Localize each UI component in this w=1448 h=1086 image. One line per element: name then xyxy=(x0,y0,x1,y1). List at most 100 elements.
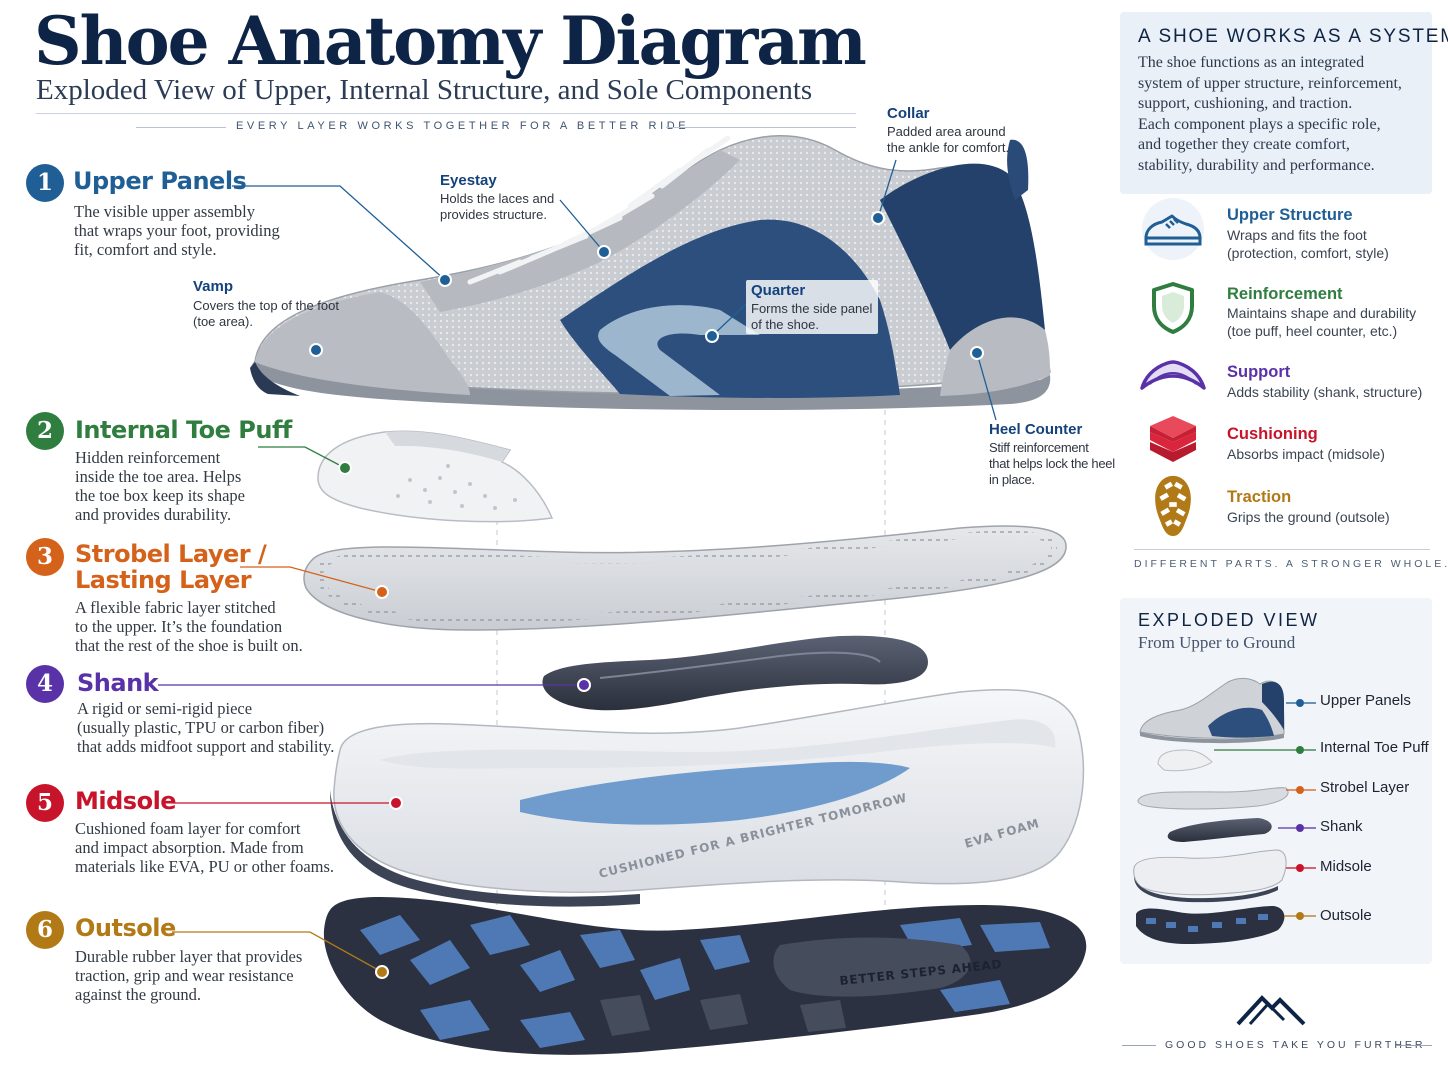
header-rule xyxy=(36,113,856,114)
exploded-label-outsole: Outsole xyxy=(1320,907,1372,924)
footprint-icon xyxy=(1155,475,1191,536)
system-panel-title: A SHOE WORKS AS A SYSTEM xyxy=(1138,26,1448,47)
dot-outsole xyxy=(375,965,389,979)
label-body-shank: A rigid or semi-rigid piece(usually plas… xyxy=(77,699,335,756)
system-item-name-traction: Traction xyxy=(1227,488,1292,506)
exploded-label-midsole: Midsole xyxy=(1320,858,1372,875)
exploded-label-toe-puff: Internal Toe Puff xyxy=(1320,739,1429,756)
label-title-toe-puff: Internal Toe Puff xyxy=(75,416,292,444)
system-item-desc-reinforcement: Maintains shape and durability(toe puff,… xyxy=(1227,305,1417,339)
leader-upper-panels xyxy=(232,185,446,281)
system-item-name-upper: Upper Structure xyxy=(1227,206,1353,224)
arch-icon xyxy=(1140,360,1206,390)
system-item-name-reinforcement: Reinforcement xyxy=(1227,285,1343,303)
dot-collar xyxy=(871,211,885,225)
dot-heel-counter xyxy=(970,346,984,360)
label-title-shank: Shank xyxy=(77,669,159,697)
dot-shank xyxy=(577,678,591,692)
dot-upper-panels xyxy=(438,273,452,287)
dot-toe-puff xyxy=(338,461,352,475)
leader-heel-counter xyxy=(976,352,997,421)
layers-icon xyxy=(1150,416,1196,462)
label-title-midsole: Midsole xyxy=(75,787,177,815)
footer-rule-left xyxy=(1122,1045,1156,1046)
dot-midsole xyxy=(389,796,403,810)
tagline-rule-left xyxy=(136,127,226,128)
mini-strobel xyxy=(1137,787,1289,810)
exploded-label-strobel: Strobel Layer xyxy=(1320,779,1410,796)
system-panel-footer: DIFFERENT PARTS. A STRONGER WHOLE. xyxy=(1134,558,1448,570)
callout-title-collar: Collar xyxy=(887,105,930,122)
dot-strobel xyxy=(375,585,389,599)
shoe-icon xyxy=(1142,198,1204,260)
leader-collar xyxy=(877,159,897,219)
label-title-outsole: Outsole xyxy=(75,914,176,942)
toe-puff-part xyxy=(317,430,554,523)
dot-quarter xyxy=(705,329,719,343)
system-item-desc-upper: Wraps and fits the foot(protection, comf… xyxy=(1227,227,1389,261)
strobel-layer-part xyxy=(303,525,1067,631)
callout-title-vamp: Vamp xyxy=(193,278,234,295)
leader-outsole xyxy=(172,931,383,973)
system-item-desc-support: Adds stability (shank, structure) xyxy=(1227,384,1423,400)
shoe-upper xyxy=(250,135,1051,410)
upper-callout-dots xyxy=(309,211,984,360)
system-panel-divider xyxy=(1134,549,1430,550)
callout-title-eyestay: Eyestay xyxy=(440,172,497,189)
callout-body-vamp: Covers the top of the foot(toe area). xyxy=(193,298,339,329)
leader-quarter xyxy=(711,301,749,337)
exploded-view-title: EXPLODED VIEW xyxy=(1138,610,1320,630)
number-badge-5: 5 xyxy=(26,784,64,822)
number-badge-2: 2 xyxy=(26,412,64,450)
shank-part xyxy=(542,635,928,711)
leader-toe-puff xyxy=(258,446,346,469)
callout-quarter-bg xyxy=(746,280,878,334)
tagline: EVERY LAYER WORKS TOGETHER FOR A BETTER … xyxy=(236,120,690,132)
label-title-upper-panels: Upper Panels xyxy=(73,167,247,195)
page-subtitle: Exploded View of Upper, Internal Structu… xyxy=(36,74,813,106)
exploded-view-mini-diagram xyxy=(1133,677,1316,944)
exploded-label-upper: Upper Panels xyxy=(1320,692,1411,709)
mountain-logo-icon xyxy=(1236,995,1306,1026)
label-title-strobel: Strobel Layer /Lasting Layer xyxy=(75,540,267,594)
system-item-desc-traction: Grips the ground (outsole) xyxy=(1227,509,1390,525)
page-title: Shoe Anatomy Diagram xyxy=(34,2,867,80)
number-badge-1: 1 xyxy=(26,164,64,202)
exploded-view-subtitle: From Upper to Ground xyxy=(1138,633,1296,652)
number-badge-6: 6 xyxy=(26,911,64,949)
footer-tagline: GOOD SHOES TAKE YOU FURTHER xyxy=(1165,1039,1426,1051)
dot-eyestay xyxy=(597,245,611,259)
mini-outsole xyxy=(1136,906,1285,944)
exploded-view-panel xyxy=(1120,598,1432,964)
number-badge-4: 4 xyxy=(26,665,64,703)
system-item-name-support: Support xyxy=(1227,363,1291,381)
tagline-wrap: EVERY LAYER WORKS TOGETHER FOR A BETTER … xyxy=(136,120,856,136)
leader-strobel xyxy=(240,566,383,593)
mini-midsole xyxy=(1133,849,1287,896)
midsole-part: CUSHIONED FOR A BRIGHTER TOMORROW EVA FO… xyxy=(330,688,1085,907)
system-item-desc-cushioning: Absorbs impact (midsole) xyxy=(1227,446,1385,462)
mini-upper xyxy=(1139,677,1285,744)
upper-callout-leaders xyxy=(232,159,997,421)
callout-title-heel-counter: Heel Counter xyxy=(989,421,1083,438)
footer-rule-right xyxy=(1396,1045,1432,1046)
shield-icon xyxy=(1152,282,1194,334)
callout-title-quarter: Quarter xyxy=(751,282,806,299)
outsole-tread-dark xyxy=(600,937,971,1036)
tagline-rule-right xyxy=(666,127,856,128)
system-panel xyxy=(1120,12,1432,194)
outsole-part: BETTER STEPS AHEAD xyxy=(323,897,1087,1055)
mini-shank xyxy=(1167,818,1272,842)
laces xyxy=(467,135,731,285)
